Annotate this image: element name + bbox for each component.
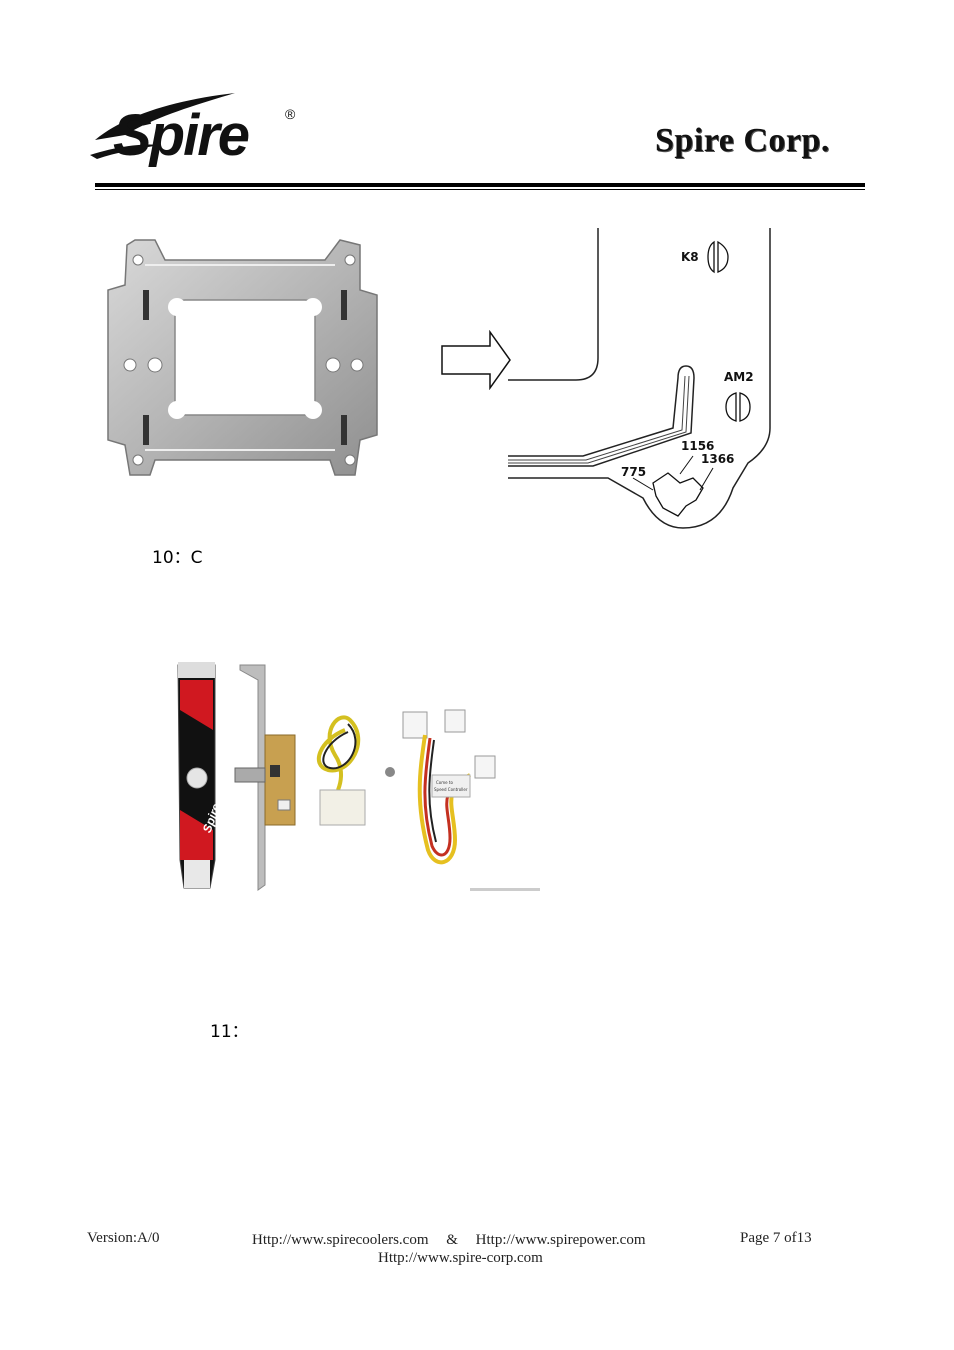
footer-link-spirepower[interactable]: Http://www.spirepower.com bbox=[475, 1232, 646, 1248]
label-k8: K8 bbox=[681, 250, 699, 264]
version-text: Version:A/0 bbox=[87, 1230, 160, 1246]
registered-mark: ® bbox=[285, 106, 296, 122]
footer-link-spirecorp[interactable]: Http://www.spire-corp.com bbox=[378, 1250, 543, 1266]
footer-link-spirecoolers[interactable]: Http://www.spirecoolers.com bbox=[252, 1232, 429, 1248]
label-775: 775 bbox=[621, 465, 646, 479]
cable-tag-line2: Speed Controller bbox=[434, 787, 468, 792]
cable-tag-line1: Come to bbox=[436, 780, 453, 785]
label-1156: 1156 bbox=[681, 439, 714, 453]
company-name: Spire Corp. bbox=[655, 122, 830, 159]
label-1366: 1366 bbox=[701, 452, 734, 466]
fan-controller-kit-image: Spire Come to Speed Controller bbox=[170, 660, 545, 896]
step-11-label: 11： bbox=[210, 1022, 249, 1042]
spire-logo: Spire ® bbox=[85, 85, 305, 177]
step-10-label: 10：C bbox=[152, 548, 203, 568]
footer-separator: & bbox=[446, 1232, 458, 1248]
logo-wordmark: Spire bbox=[113, 103, 249, 168]
header-rule-thin bbox=[95, 189, 865, 190]
right-arrow-icon bbox=[440, 329, 512, 391]
header-rule bbox=[95, 183, 865, 187]
socket-position-diagram: K8 AM2 1156 1366 775 bbox=[508, 228, 800, 548]
mounting-bracket-image bbox=[105, 235, 383, 480]
page-number: Page 7 of13 bbox=[740, 1230, 812, 1246]
label-am2: AM2 bbox=[724, 370, 754, 384]
footer-urls: Http://www.spirecoolers.com & Http://www… bbox=[252, 1232, 646, 1249]
